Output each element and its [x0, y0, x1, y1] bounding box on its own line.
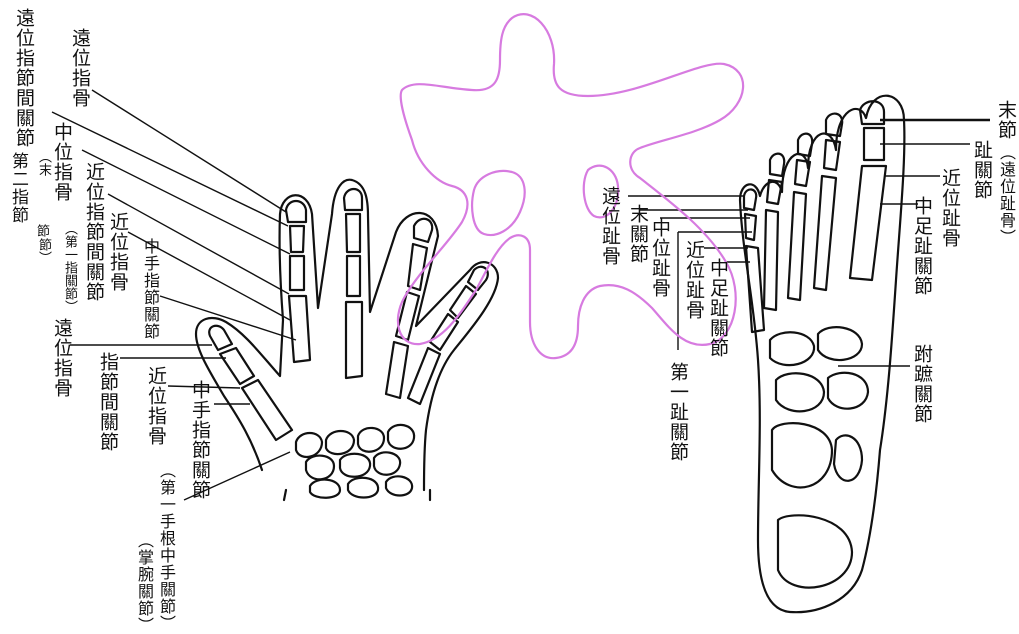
label-mcp-joint: 中手指節關節 [142, 238, 159, 340]
label-dip-joint-note-d: 節） [36, 238, 50, 264]
label-cmc-joint-note: （掌腕關節） [136, 532, 153, 634]
label-foot-lisfranc-joint: 跗蹠關節 [912, 344, 932, 424]
label-middle-phalanx: 中位指骨 [52, 122, 72, 202]
label-foot-right-distal-joint: 末節 [996, 100, 1016, 140]
label-cmc-joint: （第一手根中手關節） [158, 462, 175, 632]
label-thumb-distal-phalanx: 遠位指骨 [52, 318, 72, 398]
label-foot-distal-phalanx: 遠位趾骨 [600, 186, 620, 266]
label-foot-right-mtp-joint: 中足趾關節 [912, 196, 932, 296]
label-proximal-phalanx: 近位指骨 [108, 212, 128, 292]
label-foot-right-toe-joint: 趾關節 [972, 140, 992, 200]
label-dip-joint-note-a: （末 [36, 150, 50, 176]
label-pip-joint-note: （第一指關節） [62, 222, 76, 313]
label-thumb-mcp-joint: 中手指節關節 [190, 380, 210, 500]
label-foot-proximal-phalanx: 近位趾骨 [684, 240, 704, 320]
label-pip-joint: 近位指節間關節 [84, 162, 104, 302]
hand-illustration [196, 180, 498, 500]
label-foot-distal-joint: 末關節 [628, 204, 648, 264]
label-dip-joint: 遠位指節間關節 [14, 8, 34, 148]
label-thumb-proximal-phalanx: 近位指骨 [146, 366, 166, 446]
label-dip-joint-note-b: 節 [34, 224, 48, 237]
label-foot-middle-phalanx: 中位趾骨 [650, 218, 670, 298]
label-foot-right-proximal-phalanx: 近位趾骨 [940, 168, 960, 248]
label-distal-phalanx: 遠位指骨 [70, 28, 90, 108]
label-foot-first-toe-joint: 第一趾關節 [668, 362, 688, 462]
label-foot-mtp-joint: 中足趾關節 [708, 258, 728, 358]
label-thumb-ip-joint: 指節間關節 [98, 352, 118, 452]
label-foot-right-distal-phalanx: （遠位趾骨） [998, 144, 1015, 246]
foot-illustration [740, 96, 904, 612]
label-dip-joint-note-c: 第二指節 [8, 152, 27, 224]
